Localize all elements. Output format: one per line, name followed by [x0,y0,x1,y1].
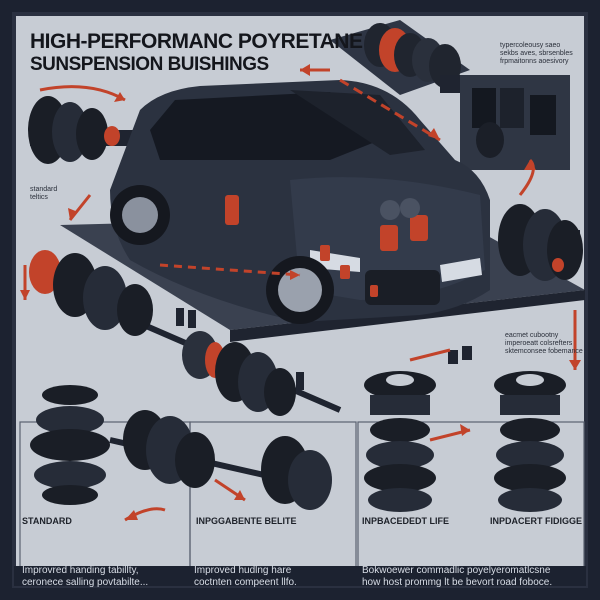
right-note: eacmet cubootny imperoeatt colsrefters s… [505,332,583,355]
title-line-1: HIGH-PERFORMANC POYRETANE [30,30,363,53]
panel-label-standard: STANDARD [22,516,72,526]
top-right-note: typercoleousy saeo sekbs aves, sbrsenble… [500,42,573,65]
lower-axle-assembly [29,250,342,416]
panel-label-2: INPGGABENTE BELITE [196,516,297,526]
left-bushing-assembly [28,96,140,164]
standard-bushing-graphic [30,385,110,505]
polyurethane-bushing-graphic-1 [364,371,436,512]
small-part [296,372,304,390]
car-grille [365,270,440,305]
right-bushing-assembly [498,204,583,281]
car-platform-edge [230,290,585,342]
small-part [462,346,472,360]
caption-right: Bokwoewer commadlic poyelyeromatlcsne ho… [362,565,553,588]
polyurethane-bushing-graphic-2 [494,371,566,512]
small-part [448,350,458,364]
arrow-heads [20,64,581,520]
caption-bar [14,566,586,586]
small-part [188,310,196,328]
caption-left: Improvred handing tabillty, ceronece sal… [22,565,149,588]
car-headlight [440,258,482,282]
bushing-kit-box [460,75,570,170]
comparison-bushing-graphic [109,410,332,510]
left-note: standard teltics [30,186,58,201]
panel-label-3: INPBACEDEDT LIFE [362,516,450,526]
caption-mid: Improved hudlng hare coctnten compeent l… [194,565,297,588]
panel-label-4: INPDACERT FIDIGGE [490,516,583,526]
car-illustration [110,80,490,324]
small-part [176,308,184,326]
title-line-2: SUNSPENSION BUISHINGS [30,54,269,75]
